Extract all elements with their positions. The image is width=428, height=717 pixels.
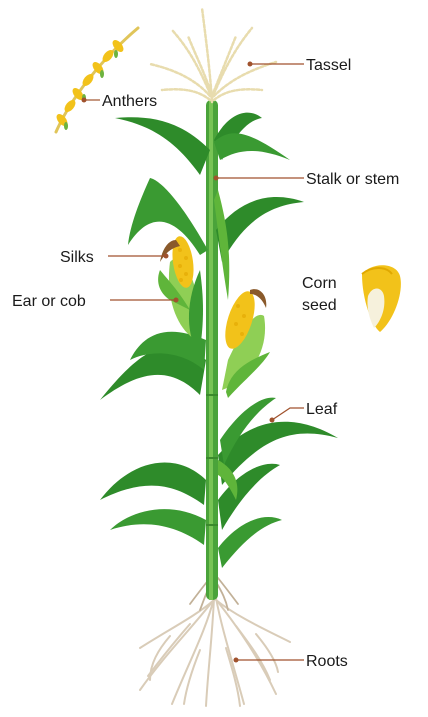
ear-right: [219, 288, 270, 398]
leaf-leader: [272, 408, 304, 420]
leaves: [100, 113, 338, 568]
tassel: [150, 8, 276, 102]
label-tassel: Tassel: [306, 57, 351, 74]
label-leaf: Leaf: [306, 401, 338, 418]
corn-seed: [362, 265, 401, 332]
label-corn-seed-line1: Corn: [302, 275, 337, 292]
anthers-sprig: [54, 28, 138, 132]
label-stalk: Stalk or stem: [306, 171, 399, 188]
roots: [140, 598, 290, 706]
label-roots: Roots: [306, 653, 348, 670]
label-silks: Silks: [60, 249, 94, 266]
label-corn-seed-line2: seed: [302, 297, 337, 314]
stalk: [206, 100, 218, 600]
label-anthers: Anthers: [102, 93, 157, 110]
label-ear: Ear or cob: [12, 293, 86, 310]
